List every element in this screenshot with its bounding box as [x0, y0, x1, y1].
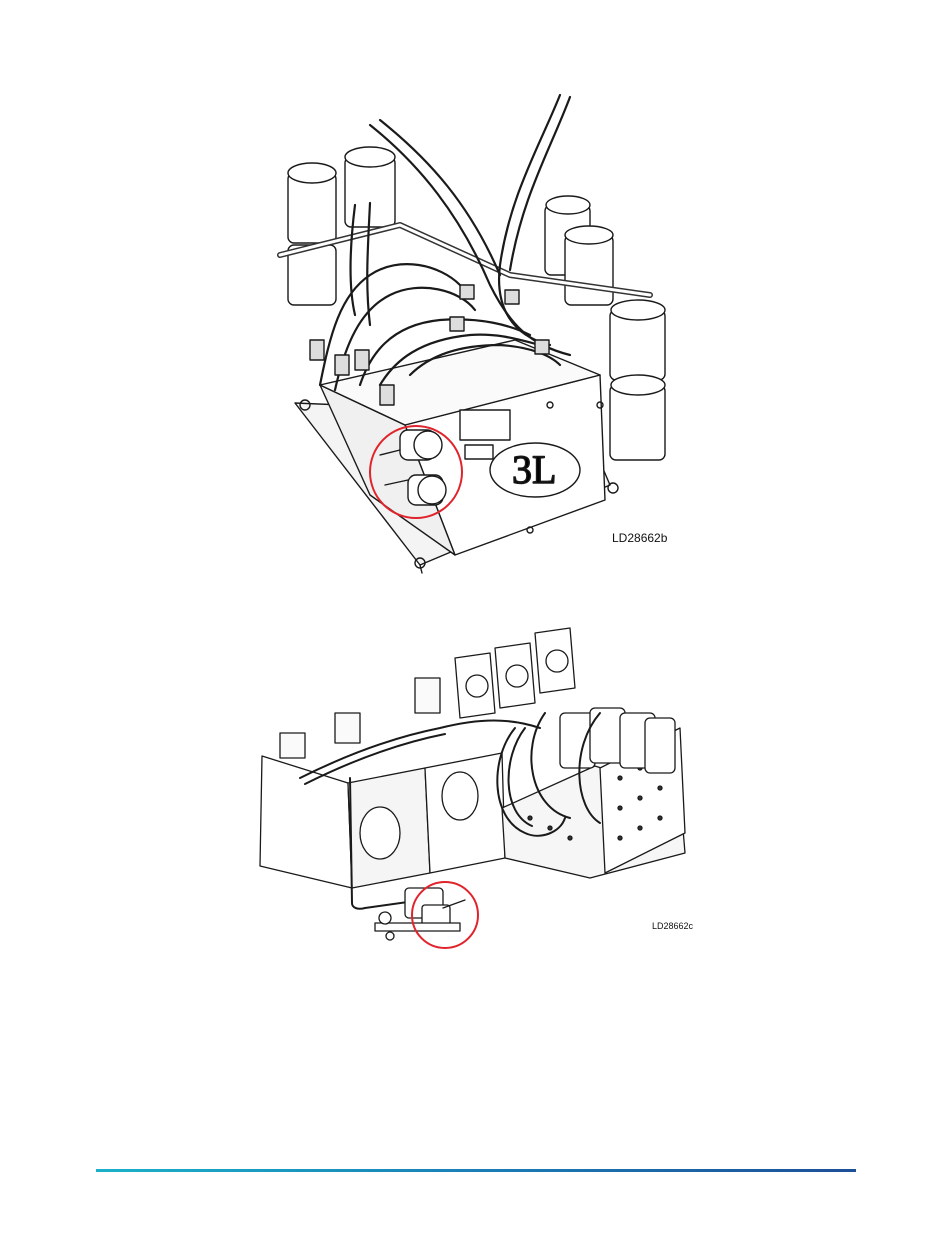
capacitor-bank-left [288, 147, 395, 305]
module-illustration: 3L [260, 85, 680, 580]
capacitor-cluster [560, 708, 675, 773]
figure-ld28662b: 3L [260, 85, 680, 580]
figure-ld28662c: LD28662c [240, 618, 710, 953]
assembly-illustration [240, 618, 710, 953]
footer-rule [96, 1169, 856, 1172]
figure-id-label: LD28662b [612, 531, 667, 545]
module-label: 3L [512, 447, 556, 492]
valve-assembly [375, 888, 465, 940]
figure-id-label: LD28662c [652, 921, 693, 931]
current-sensors [455, 628, 575, 718]
